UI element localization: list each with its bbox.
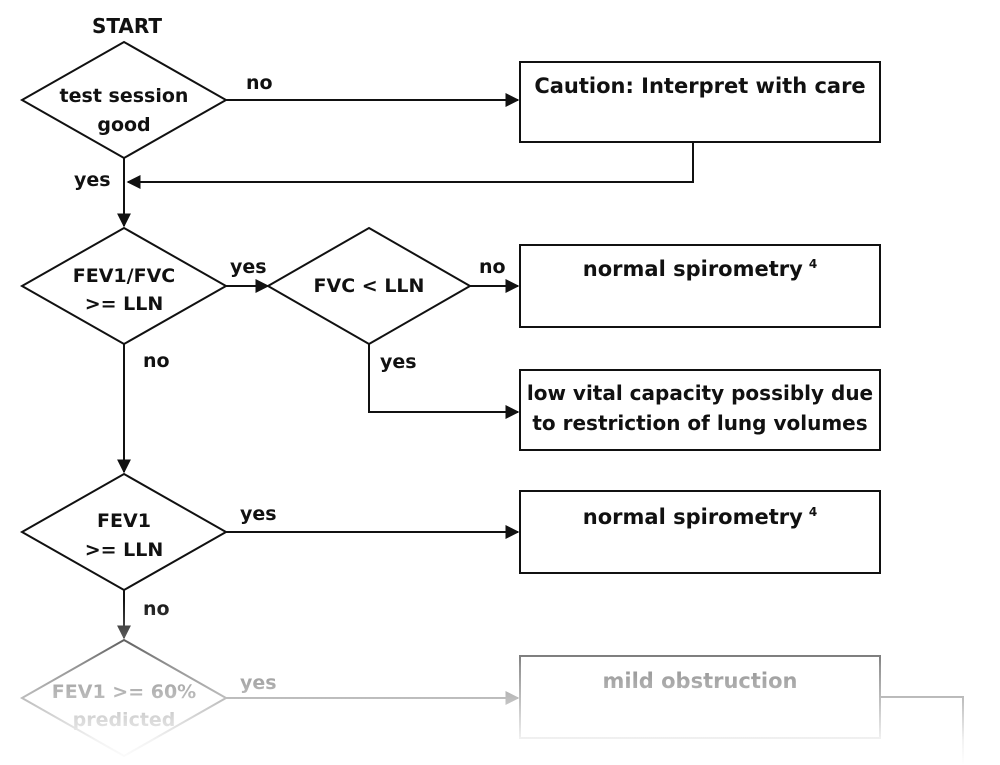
edge-label-fev1-60-yes: yes (240, 672, 277, 694)
decision-label-line: >= LLN (85, 539, 164, 561)
start-label: START (92, 14, 162, 38)
edge-caution-return (126, 142, 694, 189)
box-caution-label: Caution: Interpret with care (534, 74, 865, 98)
edge-label-fev1-no: no (143, 598, 170, 620)
decision-fvc-lln: FVC < LLN (265, 226, 473, 346)
box-restriction: low vital capacity possibly due to restr… (519, 369, 881, 451)
decision-label-line: FEV1 (97, 510, 151, 532)
box-caution: Caution: Interpret with care (519, 61, 881, 143)
decision-label-line: FVC < LLN (314, 275, 425, 297)
box-restriction-line: low vital capacity possibly due (527, 381, 873, 405)
decision-label-line: good (97, 114, 150, 136)
decision-fev1-fvc-ratio: FEV1/FVC >= LLN (19, 226, 229, 346)
edge-mild-continuation (880, 696, 964, 765)
edge-fvc-yes (368, 344, 520, 419)
edge-label-ratio-yes: yes (230, 256, 267, 278)
edge-label-fev1-yes: yes (240, 503, 277, 525)
decision-label-line: >= LLN (85, 293, 164, 315)
box-mild-obstruction: mild obstruction (519, 655, 881, 739)
decision-label-line: FEV1 >= 60% (52, 681, 196, 703)
box-mild-obstruction-label: mild obstruction (603, 669, 798, 693)
decision-label-line: predicted (73, 709, 176, 731)
decision-fev1-lln: FEV1 >= LLN (19, 472, 229, 592)
edge-label-fvc-yes: yes (380, 351, 417, 373)
decision-fev1-60-predicted: FEV1 >= 60% predicted (19, 638, 229, 758)
decision-label-line: FEV1/FVC (73, 265, 175, 287)
edge-label-session-yes: yes (74, 169, 111, 191)
edge-label-session-no: no (246, 72, 273, 94)
decision-label-line: test session (60, 85, 189, 107)
box-restriction-line: to restriction of lung volumes (532, 411, 867, 435)
edge-label-fvc-no: no (479, 256, 506, 278)
decision-test-session-good: test session good (19, 40, 229, 160)
edge-label-ratio-no: no (143, 350, 170, 372)
